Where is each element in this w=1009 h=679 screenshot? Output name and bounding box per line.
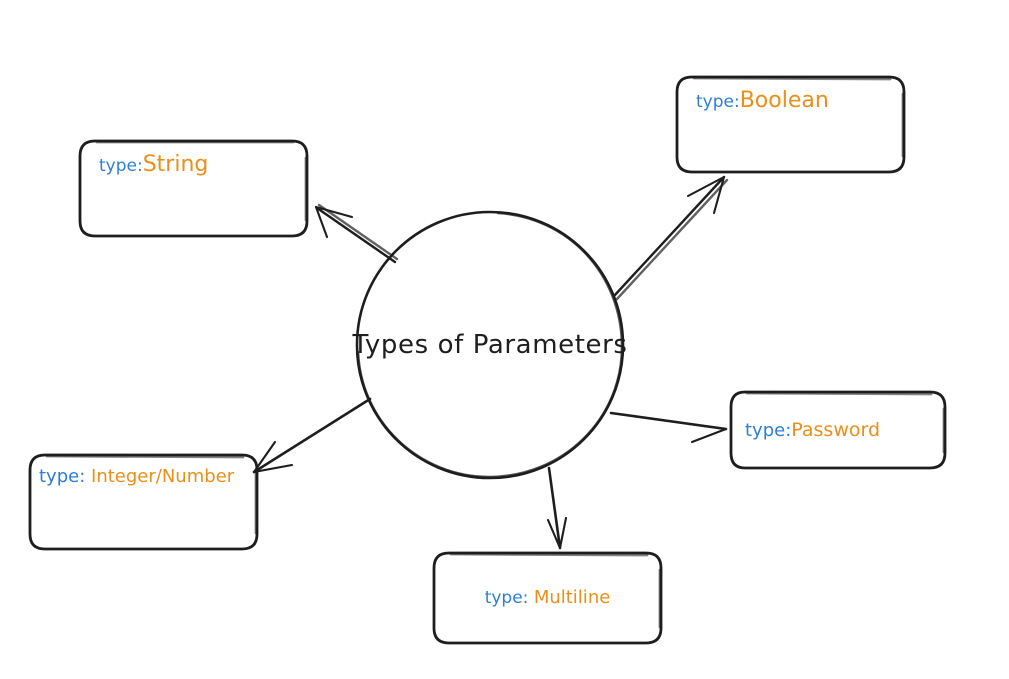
edge-center-to-password: [609, 411, 728, 444]
node-password-keyword: type:: [745, 419, 792, 441]
edge-center-to-multiline: [546, 466, 568, 550]
node-integer-keyword: type:: [39, 466, 86, 487]
center-circle-shape: [355, 210, 625, 480]
node-integer-label: type: Integer/Number: [39, 468, 234, 486]
node-string-value: String: [142, 152, 209, 177]
node-box-multiline: [432, 551, 663, 645]
node-multiline-value: Multiline: [533, 587, 611, 608]
node-box-password: [729, 390, 947, 470]
node-box-integer: [28, 453, 259, 551]
node-box-string: [78, 139, 309, 238]
node-boolean[interactable]: type:Boolean: [677, 77, 904, 172]
node-string-label: type:String: [99, 154, 208, 176]
center-node[interactable]: Types of Parameters: [352, 212, 626, 478]
node-multiline[interactable]: type: Multiline: [434, 553, 661, 643]
edge-center-to-integer: [252, 397, 372, 474]
node-boolean-label: type:Boolean: [696, 90, 829, 112]
node-box-boolean: [675, 75, 906, 174]
node-password-label: type:Password: [745, 418, 881, 441]
node-string-keyword: type:: [99, 156, 143, 176]
node-boolean-keyword: type:: [696, 92, 740, 112]
node-string[interactable]: type:String: [80, 141, 307, 236]
node-boolean-value: Boolean: [739, 88, 829, 113]
edge-center-to-string: [314, 203, 399, 264]
node-password[interactable]: type:Password: [731, 392, 945, 468]
node-integer[interactable]: type: Integer/Number: [30, 455, 257, 549]
node-integer-value: Integer/Number: [91, 466, 235, 487]
node-multiline-keyword: type:: [484, 588, 529, 608]
node-password-value: Password: [791, 418, 881, 441]
node-multiline-label: type: Multiline: [485, 589, 611, 607]
center-node-label: Types of Parameters: [352, 330, 628, 360]
edge-center-to-boolean: [612, 175, 729, 301]
